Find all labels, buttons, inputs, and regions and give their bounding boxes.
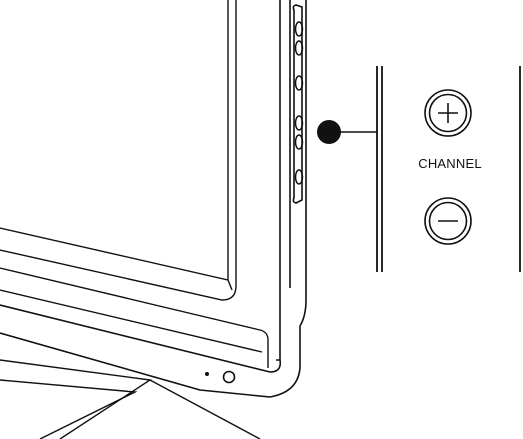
- power-button-icon: [222, 370, 236, 384]
- side-button: [294, 75, 304, 91]
- side-button: [294, 134, 304, 150]
- callout-marker-icon: [317, 120, 341, 144]
- channel-up-button: [424, 89, 472, 137]
- side-buttons: [294, 21, 304, 185]
- side-button: [294, 21, 304, 37]
- tv-frame: [0, 0, 307, 398]
- side-button: [294, 115, 304, 131]
- power-indicator-icon: [205, 372, 209, 376]
- callout-bracket: [376, 66, 521, 272]
- side-button: [294, 169, 304, 185]
- tv-stand: [0, 359, 261, 439]
- channel-down-button: [424, 197, 472, 245]
- side-button-panel: [292, 4, 303, 204]
- tv-screen-bezel: [0, 0, 237, 301]
- channel-label: CHANNEL: [418, 156, 482, 171]
- side-button: [294, 40, 304, 56]
- plus-icon: [438, 103, 458, 123]
- tv-lower-strip: [0, 267, 269, 368]
